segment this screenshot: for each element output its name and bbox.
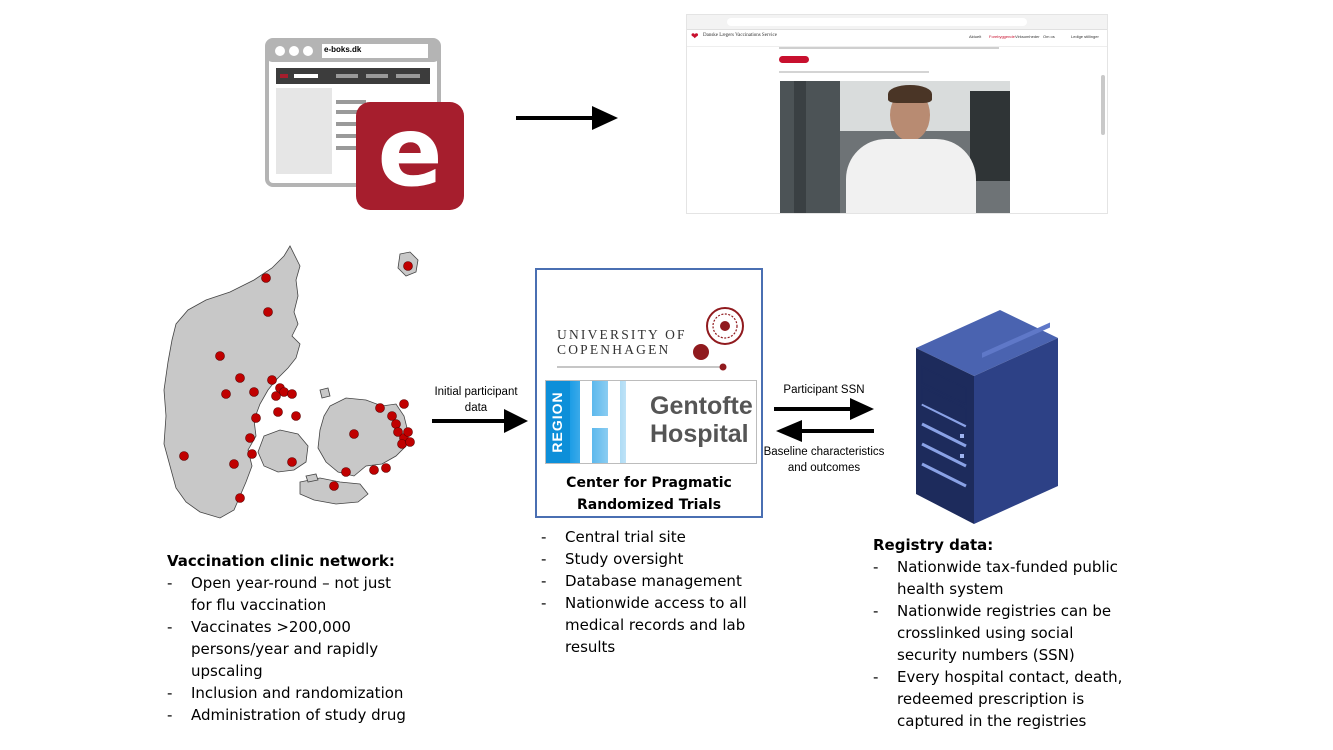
arrow-right-top: [516, 106, 618, 130]
center-box: UNIVERSITY OF COPENHAGEN REGION Gentofte…: [535, 268, 763, 518]
list-item: Every hospital contact, death, redeemed …: [873, 666, 1143, 732]
list-item: Database management: [541, 570, 771, 592]
trial-site-block: Central trial site Study oversight Datab…: [541, 526, 771, 658]
nav-item[interactable]: Ledige stillinger: [1071, 34, 1099, 39]
eboks-icon: e-boks.dk e: [264, 38, 464, 210]
hospital-line1: Gentofte: [650, 392, 753, 420]
list-item: Nationwide registries can be crosslinked…: [873, 600, 1143, 666]
server-icon: [916, 310, 1058, 524]
hospital-line2: Hospital: [650, 420, 749, 448]
nav-item[interactable]: Forebyggende: [989, 34, 1015, 39]
registry-block: Registry data: Nationwide tax-funded pub…: [873, 534, 1143, 732]
list-item: Vaccinates >200,000 persons/year and rap…: [167, 616, 427, 682]
video-thumbnail[interactable]: [780, 81, 1010, 213]
eboks-logo-letter: e: [377, 96, 443, 208]
region-h-logo: REGION Gentofte Hospital: [545, 380, 757, 464]
double-arrow: [774, 398, 874, 442]
site-brand: Danske Lægers Vaccinations Service: [703, 33, 777, 38]
ssn-label: Participant SSN: [783, 384, 865, 396]
list-item: Nationwide access to all medical records…: [541, 592, 771, 658]
clinic-markers: [179, 261, 415, 503]
list-item: Inclusion and randomization: [167, 682, 427, 704]
baseline-label: Baseline characteristics and outcomes: [763, 446, 885, 474]
website-screenshot: ❤ Danske Lægers Vaccinations Service Akt…: [686, 14, 1108, 214]
initial-data-label: Initial participant data: [434, 386, 518, 414]
list-item: Nationwide tax-funded public health syst…: [873, 556, 1143, 600]
denmark-map: [163, 245, 419, 519]
university-line2: COPENHAGEN: [557, 342, 671, 357]
university-seal-icon: [706, 307, 744, 345]
registry-title: Registry data:: [873, 536, 994, 554]
nav-item[interactable]: Aktuelt: [969, 34, 982, 39]
university-line1: UNIVERSITY OF: [557, 327, 687, 342]
university-rule: [557, 363, 727, 371]
heart-logo-icon: ❤: [691, 31, 699, 41]
list-item: Administration of study drug: [167, 704, 427, 726]
eboks-url: e-boks.dk: [324, 45, 362, 54]
region-text: REGION: [549, 391, 565, 453]
seal-dot-icon: [693, 344, 709, 360]
clinic-network-block: Vaccination clinic network: Open year-ro…: [167, 550, 427, 726]
list-item: Central trial site: [541, 526, 771, 548]
nav-item[interactable]: Om os: [1043, 34, 1055, 39]
center-caption: Center for Pragmatic Randomized Trials: [566, 475, 732, 513]
nav-item[interactable]: Virksomheder: [1015, 34, 1040, 39]
arrow-right-middle: [432, 409, 528, 433]
list-item: Study oversight: [541, 548, 771, 570]
clinic-title: Vaccination clinic network:: [167, 552, 395, 570]
list-item: Open year-round – not just for flu vacci…: [167, 572, 427, 616]
